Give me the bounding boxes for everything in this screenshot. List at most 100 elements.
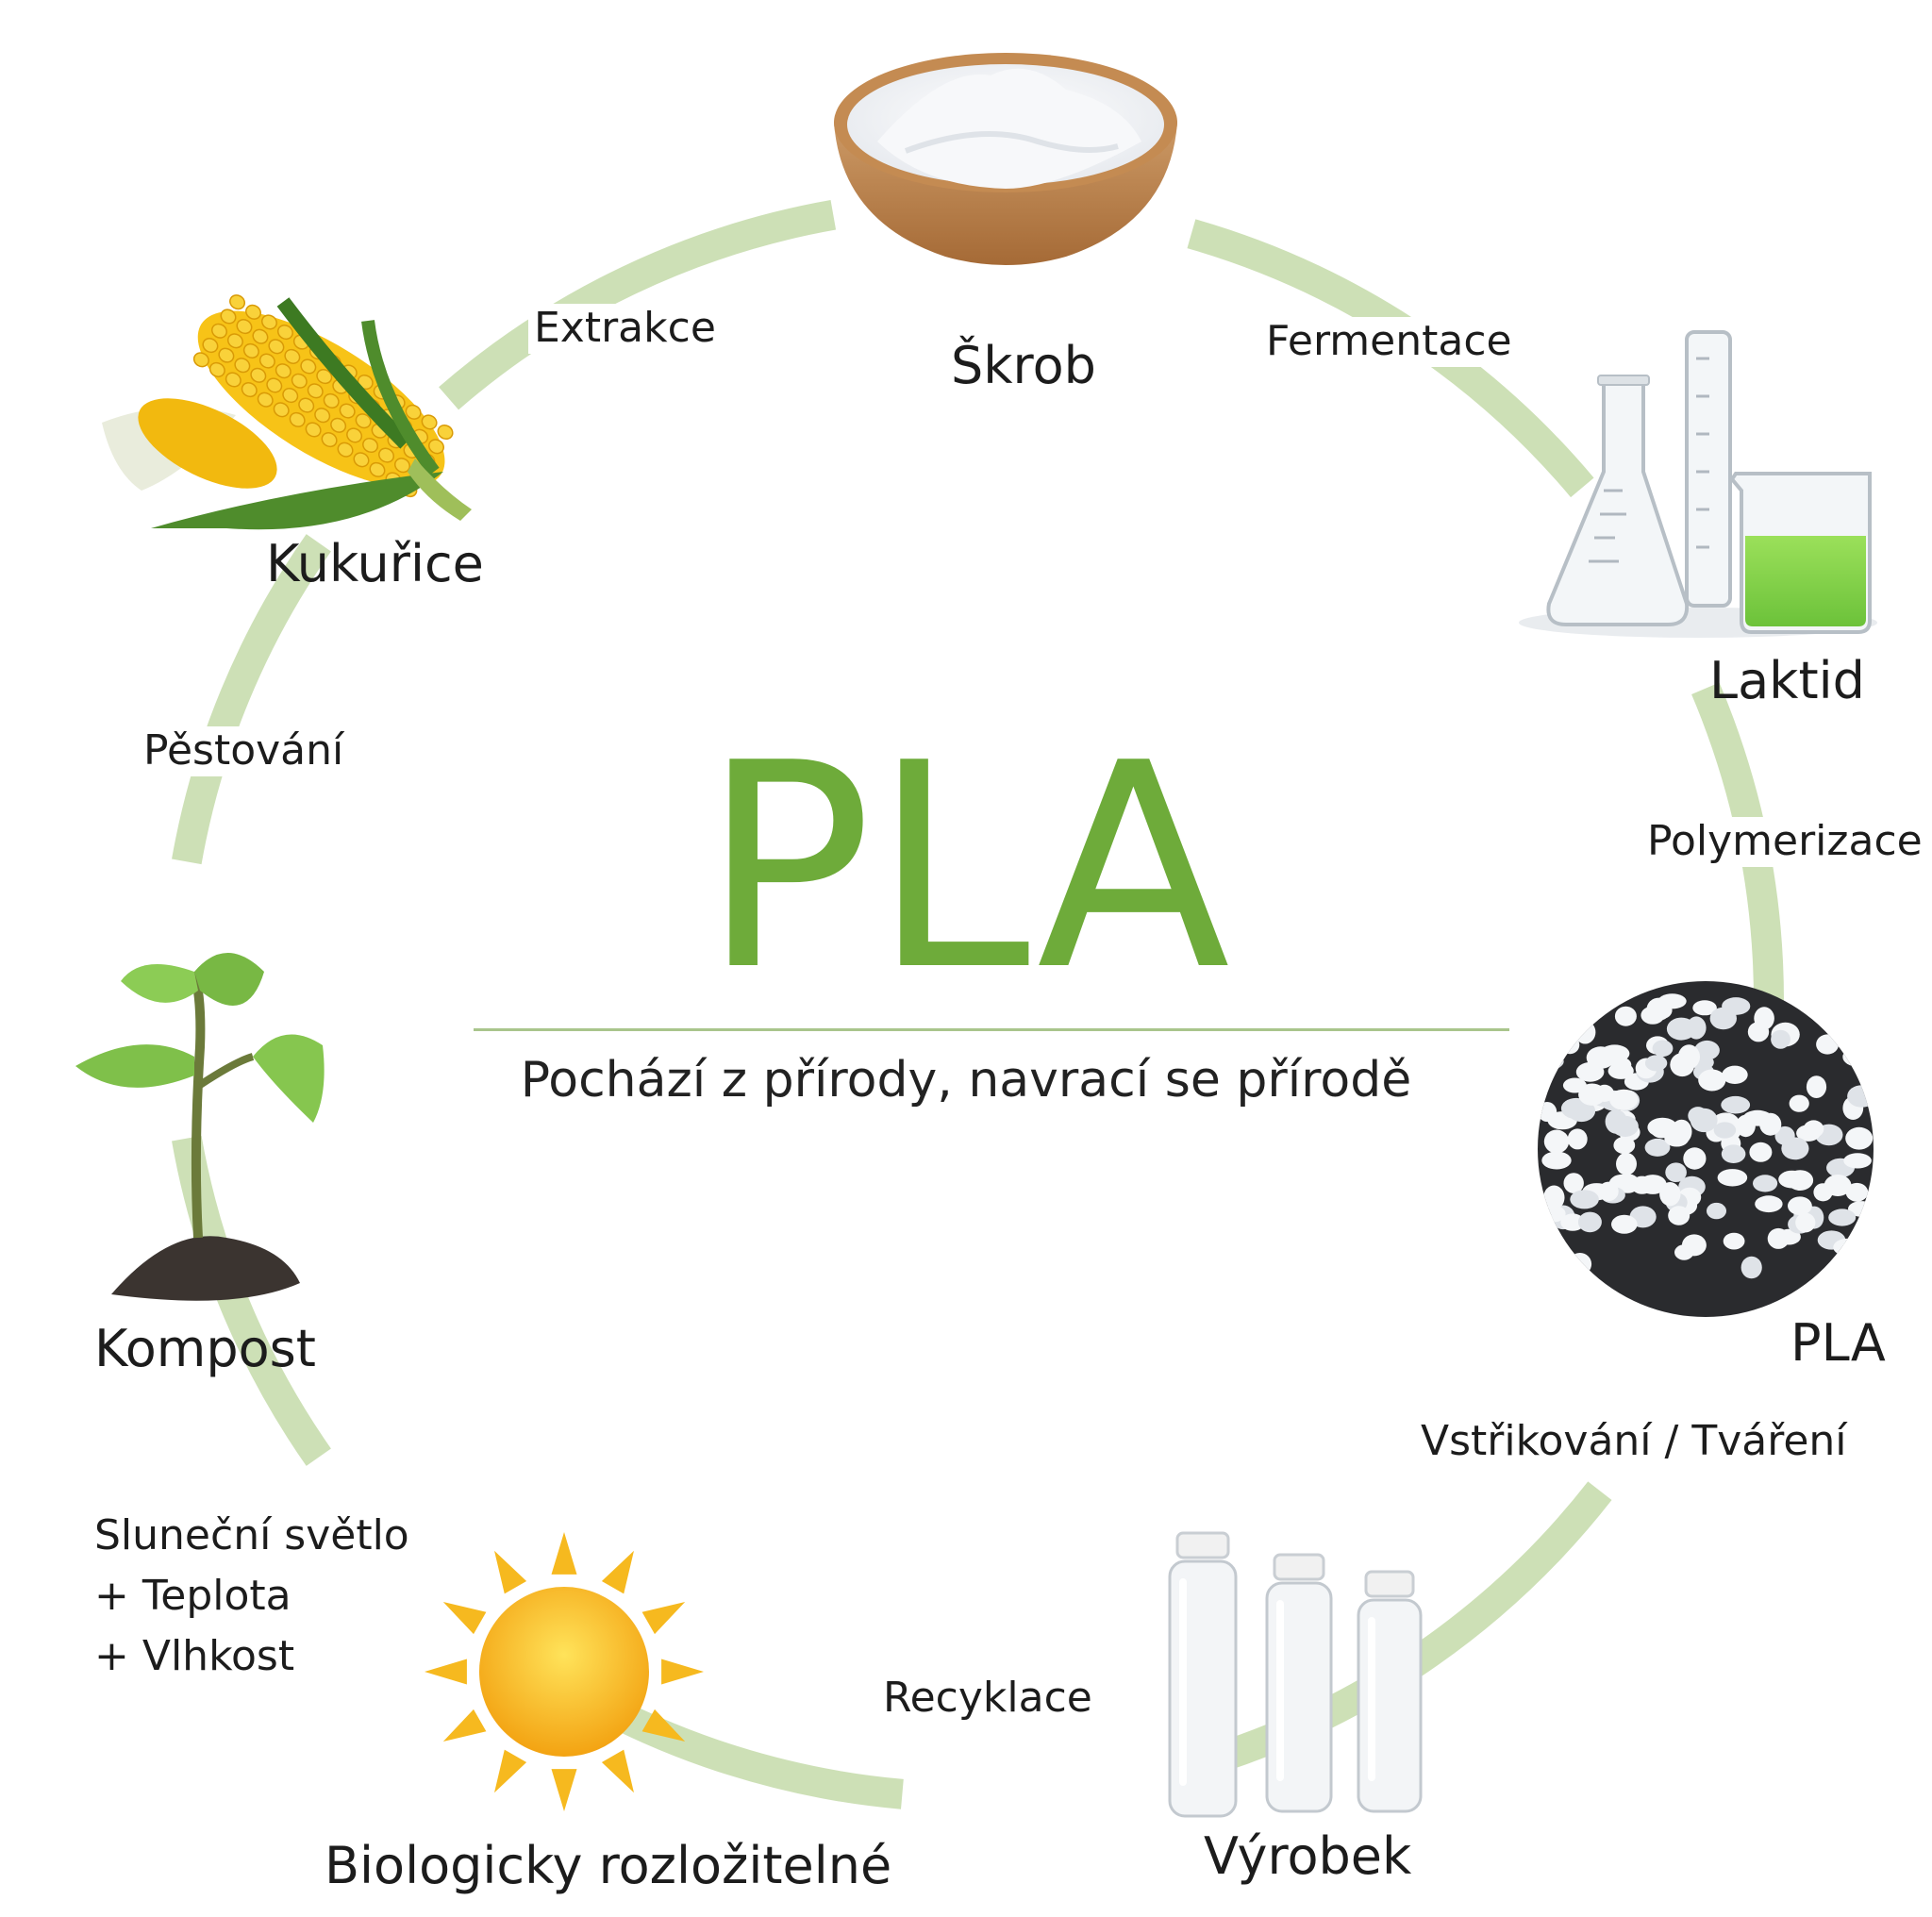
pellet — [1562, 1008, 1592, 1029]
corn-kernel — [369, 461, 386, 477]
corn-kernel — [234, 358, 251, 374]
seedling-icon — [75, 953, 325, 1301]
corn-kernel — [275, 363, 291, 379]
sun-ray — [661, 1659, 704, 1685]
corn-kernel — [300, 358, 317, 375]
bottle — [1265, 1553, 1333, 1813]
pellet — [1611, 1214, 1638, 1234]
pellet — [1767, 1227, 1790, 1249]
pellet — [1538, 1030, 1559, 1050]
sun-ray — [494, 1550, 527, 1594]
pellet — [1698, 1069, 1726, 1092]
pellet — [1614, 1006, 1637, 1026]
sun-icon — [425, 1532, 704, 1811]
corn-kernel — [346, 427, 363, 443]
sun-ray — [641, 1709, 686, 1742]
step-label-vstrikovani: Vstřikování / Tváření — [1415, 1417, 1853, 1467]
node-label-kompost: Kompost — [94, 1319, 316, 1378]
pellet — [1828, 1209, 1857, 1226]
pellet — [1565, 1006, 1592, 1030]
pellet — [1683, 1147, 1707, 1170]
pellet — [1609, 1089, 1639, 1110]
pellet — [1652, 1040, 1674, 1058]
node-label-pla: PLA — [1790, 1313, 1886, 1373]
bottles-icon — [1168, 1531, 1423, 1818]
pellet — [1560, 1213, 1585, 1231]
pellet — [1803, 1120, 1824, 1138]
condition-sunlight: Sluneční světlo — [94, 1511, 409, 1559]
corn-kernel — [218, 347, 235, 363]
corn-kernel — [316, 369, 333, 385]
corn-kernel — [260, 314, 277, 330]
pellet — [1795, 1212, 1816, 1233]
corn-kernel — [291, 373, 308, 389]
diagram-subtitle: Pochází z přírody, navrací se přírodě — [520, 1052, 1412, 1109]
pellet — [1577, 1211, 1602, 1233]
pellet — [1578, 1083, 1607, 1106]
pellet — [1560, 1097, 1591, 1120]
step-label-pestovani: Pěstování — [138, 726, 350, 776]
corn-kernel — [202, 337, 219, 354]
condition-temperature: + Teplota — [94, 1572, 291, 1620]
pellet — [1598, 1181, 1619, 1202]
corn-kernel — [305, 422, 322, 438]
sun-ray — [551, 1532, 577, 1575]
corn-kernel — [252, 328, 269, 344]
corn-kernel — [192, 352, 209, 368]
sun-ray — [425, 1659, 467, 1685]
pellet — [1543, 1185, 1565, 1210]
step-label-extrakce: Extrakce — [528, 304, 722, 354]
corn-kernel — [241, 382, 258, 398]
pellet — [1749, 1142, 1773, 1162]
laboratory-glassware-icon — [1519, 330, 1877, 638]
corn-kernel — [273, 402, 290, 418]
ring-segment-pestovani — [172, 534, 331, 865]
corn-kernel — [428, 439, 444, 455]
corn-kernel — [268, 339, 285, 355]
corn-kernel — [266, 377, 283, 393]
pellet — [1543, 1129, 1570, 1154]
corn-kernel — [225, 372, 242, 388]
pellet — [1789, 1094, 1809, 1112]
corn-kernel — [393, 458, 410, 474]
step-label-recyklace: Recyklace — [877, 1674, 1098, 1724]
pellet — [1845, 1126, 1874, 1150]
node-label-vyrobek: Výrobek — [1204, 1826, 1412, 1886]
cycle-ring — [172, 200, 1784, 1809]
pellet — [1692, 1000, 1717, 1016]
step-label-fermentace: Fermentace — [1260, 317, 1518, 367]
pellet — [1722, 1065, 1748, 1085]
decomposition-conditions: Sluneční světlo + Teplota + Vlhkost — [94, 1506, 409, 1687]
pellet — [1722, 997, 1751, 1015]
pellet — [1686, 1016, 1707, 1040]
pellet — [1754, 1007, 1774, 1030]
pellet — [1541, 1151, 1572, 1170]
pellet — [1563, 1173, 1584, 1193]
corn-kernel — [323, 392, 340, 408]
sun-ray — [641, 1602, 686, 1635]
pellet — [1570, 1190, 1599, 1209]
sun-ray — [494, 1749, 527, 1793]
corn-kernel — [337, 442, 354, 458]
pellet — [1707, 1202, 1726, 1220]
corn-kernel — [289, 411, 306, 427]
corn-kernel — [355, 413, 372, 429]
corn-kernel — [257, 392, 274, 408]
corn-kernel — [226, 333, 243, 349]
corn-kernel — [339, 403, 356, 419]
pellet — [1611, 1115, 1639, 1137]
corn-kernel — [353, 452, 370, 468]
pellet — [1759, 1112, 1782, 1136]
pellet — [1840, 1015, 1858, 1038]
corn-kernel — [258, 353, 275, 369]
pellet — [1568, 1253, 1592, 1275]
pellet — [1778, 1170, 1806, 1189]
title-divider — [474, 1028, 1509, 1031]
corn-kernel — [236, 319, 253, 335]
pellet — [1644, 1055, 1668, 1072]
sun-ray — [442, 1709, 487, 1742]
condition-humidity: + Vlhkost — [94, 1632, 295, 1680]
pellet — [1721, 1095, 1751, 1114]
pellet — [1824, 1175, 1852, 1196]
node-label-laktid: Laktid — [1709, 651, 1865, 710]
